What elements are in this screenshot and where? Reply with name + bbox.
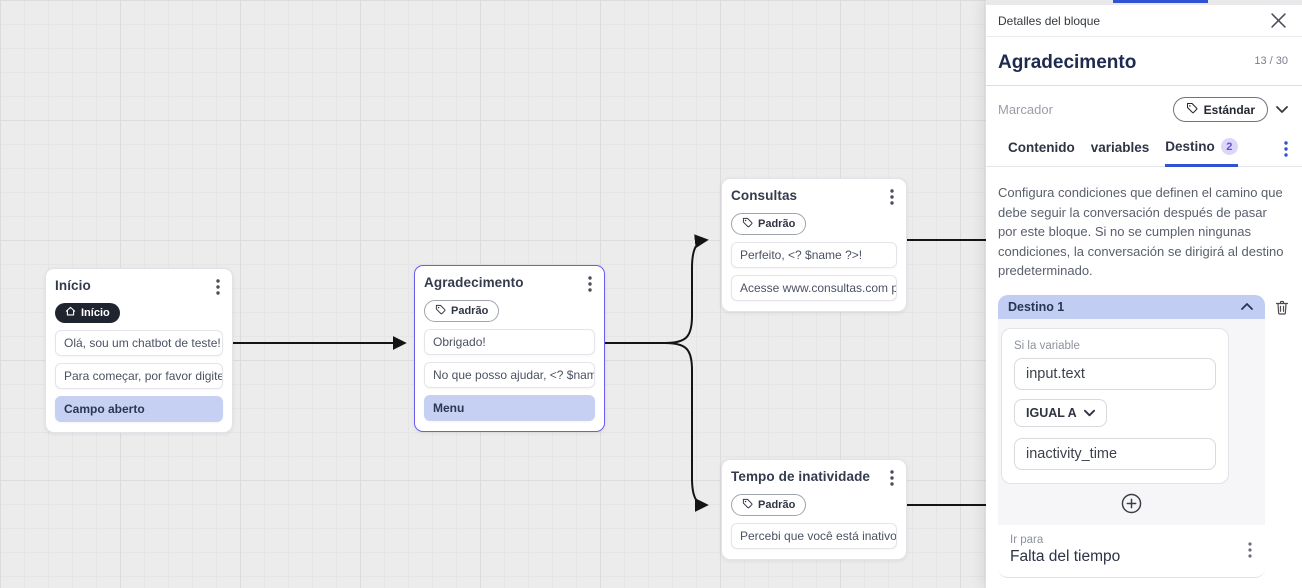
node-title: Consultas	[731, 188, 798, 203]
chevron-down-icon[interactable]	[1276, 105, 1288, 114]
edge-agradecimento-tempo	[604, 342, 709, 512]
message-row[interactable]: Percebi que você está inativo. C...	[731, 523, 897, 549]
tab-destino-count-badge: 2	[1220, 138, 1238, 155]
badge-label: Início	[81, 307, 110, 319]
block-title: Agradecimento	[998, 52, 1137, 73]
open-field-row[interactable]: Campo aberto	[55, 396, 223, 422]
badge-label: Padrão	[451, 305, 489, 317]
message-row[interactable]: Acesse www.consultas.com par...	[731, 275, 897, 301]
message-row[interactable]: No que posso ajudar, <? $name ...	[424, 362, 595, 388]
tab-destino[interactable]: Destino 2	[1165, 138, 1238, 167]
block-title-row: Agradecimento 13 / 30	[986, 37, 1302, 86]
destination-title: Destino 1	[1008, 299, 1065, 314]
trash-icon	[1274, 299, 1290, 319]
marker-chip[interactable]: Estándar	[1172, 97, 1268, 122]
message-row[interactable]: Perfeito, <? $name ?>!	[731, 242, 897, 268]
tag-icon	[1186, 102, 1198, 117]
message-row[interactable]: Obrigado!	[424, 329, 595, 355]
badge-label: Padrão	[758, 499, 796, 511]
tab-contenido[interactable]: Contenido	[1008, 140, 1075, 155]
compare-value-input[interactable]	[1014, 437, 1216, 470]
tag-icon	[742, 217, 753, 231]
kebab-menu-icon[interactable]	[585, 275, 595, 293]
panel-tabs: Contenido variables Destino 2	[986, 129, 1302, 167]
node-title: Tempo de inatividade	[731, 469, 871, 484]
panel-header: Detalles del bloque	[986, 5, 1302, 37]
delete-destination-button[interactable]	[1274, 299, 1290, 319]
variable-input[interactable]	[1014, 357, 1216, 390]
menu-row[interactable]: Menu	[424, 395, 595, 421]
chevron-up-icon[interactable]	[1241, 302, 1253, 311]
close-icon[interactable]	[1271, 13, 1286, 28]
goto-section: Ir para Falta del tiempo	[998, 524, 1265, 578]
destination-card: Destino 1 Si la variable IGUAL A	[998, 294, 1265, 578]
kebab-menu-icon[interactable]	[887, 188, 897, 206]
chevron-down-icon	[1083, 406, 1095, 420]
flow-canvas[interactable]: Início Início Olá, sou um chatbot de tes…	[0, 0, 986, 588]
node-title: Agradecimento	[424, 275, 524, 290]
kebab-menu-icon[interactable]	[213, 278, 223, 296]
tag-icon	[435, 304, 446, 318]
condition-card: Si la variable IGUAL A	[1001, 327, 1229, 484]
kebab-menu-icon[interactable]	[887, 469, 897, 487]
condition-variable-label: Si la variable	[1014, 339, 1080, 352]
standard-badge: Padrão	[424, 300, 500, 322]
home-icon	[65, 306, 76, 320]
tab-variables[interactable]: variables	[1090, 140, 1150, 155]
standard-badge: Padrão	[731, 494, 807, 516]
operator-value: IGUAL A	[1026, 405, 1077, 420]
block-details-panel: Detalles del bloque Agradecimento 13 / 3…	[986, 0, 1302, 588]
edge-agradecimento-consultas	[604, 234, 709, 344]
marker-chip-label: Estándar	[1203, 102, 1255, 117]
start-badge: Início	[55, 303, 120, 323]
badge-label: Padrão	[758, 218, 796, 230]
goto-label: Ir para	[1010, 533, 1044, 546]
add-condition-row	[998, 484, 1265, 525]
goto-value: Falta del tiempo	[1010, 547, 1121, 565]
node-title: Início	[55, 278, 91, 293]
panel-top-strip	[986, 0, 1302, 5]
message-row[interactable]: Olá, sou um chatbot de teste!	[55, 330, 223, 356]
standard-badge: Padrão	[731, 213, 807, 235]
add-condition-icon[interactable]	[1121, 493, 1142, 514]
goto-kebab-menu-icon[interactable]	[1245, 540, 1255, 560]
marker-row: Marcador Estándar	[986, 86, 1302, 129]
node-agradecimento[interactable]: Agradecimento Padrão Obrigado! No que po…	[414, 265, 605, 432]
destination-section: Destino 1 Si la variable IGUAL A	[998, 294, 1290, 578]
tabs-kebab-menu-icon[interactable]	[1282, 139, 1290, 159]
node-consultas[interactable]: Consultas Padrão Perfeito, <? $name ?>! …	[721, 178, 907, 312]
tag-icon	[742, 498, 753, 512]
message-row[interactable]: Para começar, por favor digite o ...	[55, 363, 223, 389]
node-tempo-de-inatividade[interactable]: Tempo de inatividade Padrão Percebi que …	[721, 459, 907, 560]
destination-accordion-header[interactable]: Destino 1	[998, 294, 1265, 319]
destination-description: Configura condiciones que definen el cam…	[998, 185, 1284, 278]
active-tab-indicator-top	[1113, 0, 1208, 3]
tab-destino-label: Destino	[1165, 139, 1215, 154]
node-inicio[interactable]: Início Início Olá, sou um chatbot de tes…	[45, 268, 233, 433]
operator-dropdown[interactable]: IGUAL A	[1014, 398, 1107, 427]
char-counter: 13 / 30	[1254, 55, 1288, 67]
marker-label: Marcador	[998, 102, 1053, 117]
panel-header-title: Detalles del bloque	[998, 13, 1101, 28]
